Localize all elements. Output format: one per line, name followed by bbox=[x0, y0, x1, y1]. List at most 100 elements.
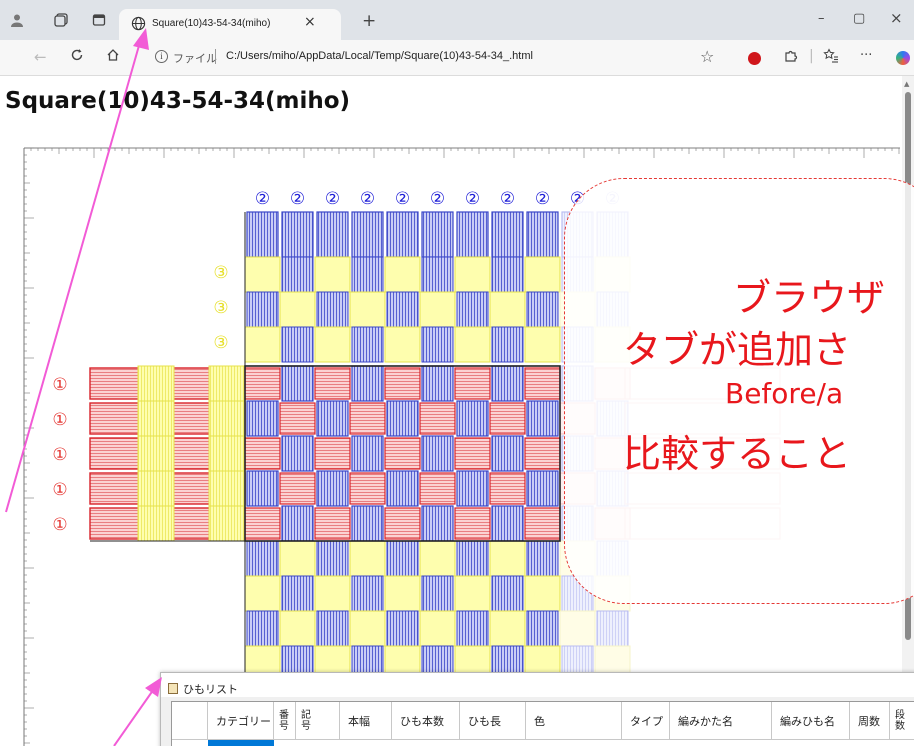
column-header-number[interactable]: 番号 bbox=[274, 702, 296, 740]
arrowhead-icon bbox=[133, 28, 149, 50]
weave-cell bbox=[246, 610, 279, 647]
list-window-icon bbox=[168, 683, 178, 694]
collections-icon[interactable] bbox=[52, 11, 70, 29]
new-tab-button[interactable]: + bbox=[362, 11, 377, 31]
column-header-color[interactable]: 色 bbox=[526, 702, 622, 740]
window-close-button[interactable]: × bbox=[890, 9, 903, 27]
tab-close-button[interactable]: × bbox=[304, 14, 316, 30]
left-strand-number: ① bbox=[52, 410, 67, 430]
weave-cell bbox=[491, 505, 524, 542]
weave-cell bbox=[489, 472, 526, 505]
maximize-button[interactable]: ▢ bbox=[853, 11, 866, 26]
weave-cell bbox=[281, 505, 314, 542]
weave-cell bbox=[316, 400, 349, 437]
weave-cell bbox=[137, 365, 175, 402]
copilot-icon[interactable] bbox=[896, 51, 910, 65]
callout-line-2: タブが追加さ bbox=[623, 328, 852, 372]
puzzle-icon[interactable] bbox=[783, 48, 798, 67]
weave-cell bbox=[419, 291, 456, 328]
weave-cell bbox=[316, 610, 349, 647]
minimize-button[interactable]: – bbox=[818, 11, 825, 26]
weave-cell bbox=[456, 400, 489, 437]
weave-cell bbox=[314, 507, 351, 540]
weave-cell bbox=[419, 472, 456, 505]
cord-list-window[interactable]: ひもリスト カテゴリー 番号 記号 本幅 ひも本数 ひも長 色 タイプ 編みかた… bbox=[160, 672, 914, 746]
weave-cell bbox=[421, 575, 454, 612]
annotation-arrow-to-list bbox=[113, 685, 157, 746]
strand-number-labels: ②②②②②②②②②②②③③③①①①①① bbox=[52, 189, 620, 535]
tab-bar: Square(10)43-54-34(miho) × + – ▢ × bbox=[0, 0, 914, 40]
weave-cell bbox=[524, 367, 561, 400]
weave-cell bbox=[454, 507, 491, 540]
address-input[interactable]: C:/Users/miho/AppData/Local/Temp/Square(… bbox=[226, 50, 533, 62]
column-header-type[interactable]: タイプ bbox=[622, 702, 670, 740]
more-icon[interactable]: ··· bbox=[860, 48, 873, 63]
home-icon[interactable] bbox=[106, 48, 120, 66]
column-header-cord-length[interactable]: ひも長 bbox=[460, 702, 526, 740]
weave-cell bbox=[526, 540, 559, 577]
cord-list-title: ひもリスト bbox=[183, 683, 238, 696]
cord-list-grid[interactable]: カテゴリー 番号 記号 本幅 ひも本数 ひも長 色 タイプ 編みかた名 編みひも… bbox=[171, 701, 914, 746]
weave-cell bbox=[244, 326, 281, 363]
favorite-star-icon[interactable]: ☆ bbox=[700, 47, 715, 66]
annotation-arrow-to-tab bbox=[5, 41, 141, 513]
weave-cell bbox=[421, 435, 454, 472]
weave-cell bbox=[208, 435, 246, 472]
top-strand-number: ② bbox=[535, 189, 550, 209]
weave-cell bbox=[244, 437, 281, 470]
column-header-weave-name[interactable]: 編みかた名 bbox=[670, 702, 772, 740]
column-header-category[interactable]: カテゴリー bbox=[208, 702, 274, 740]
weave-cell bbox=[281, 326, 314, 363]
weave-cell bbox=[351, 505, 384, 542]
top-strand-number: ② bbox=[255, 189, 270, 209]
weave-cell bbox=[137, 435, 175, 472]
weave-cell bbox=[454, 326, 491, 363]
left-strand-number: ① bbox=[52, 515, 67, 535]
weave-cell bbox=[559, 610, 596, 647]
weave-cell bbox=[316, 540, 349, 577]
info-icon[interactable]: i bbox=[155, 50, 168, 63]
top-strand-number: ② bbox=[430, 189, 445, 209]
weave-cell bbox=[351, 435, 384, 472]
weave-cell bbox=[386, 400, 419, 437]
selected-row-cell[interactable] bbox=[208, 740, 274, 746]
weave-cell bbox=[489, 291, 526, 328]
column-header-weave-cord-name[interactable]: 編みひも名 bbox=[772, 702, 850, 740]
column-header-rows[interactable]: 段数 bbox=[890, 702, 914, 740]
column-header-rows-label: 段数 bbox=[895, 709, 905, 732]
address-scheme-label: ファイル bbox=[173, 52, 217, 65]
side-strand-number: ③ bbox=[213, 333, 228, 353]
vertical-strand-cell bbox=[421, 211, 454, 258]
weave-cell bbox=[419, 402, 456, 435]
scroll-up-arrow-icon[interactable]: ▲ bbox=[904, 80, 910, 88]
weave-cell bbox=[491, 435, 524, 472]
column-header-width[interactable]: 本幅 bbox=[340, 702, 392, 740]
weave-cell bbox=[491, 326, 524, 363]
browser-tab[interactable]: Square(10)43-54-34(miho) × bbox=[119, 9, 341, 40]
weave-cell bbox=[384, 367, 421, 400]
favorites-icon[interactable] bbox=[823, 48, 839, 67]
weave-cell bbox=[526, 400, 559, 437]
tab-actions-icon[interactable] bbox=[90, 11, 108, 29]
profile-icon[interactable] bbox=[8, 11, 26, 29]
weave-cell bbox=[454, 437, 491, 470]
column-header-symbol[interactable]: 記号 bbox=[296, 702, 340, 740]
weave-cell bbox=[244, 507, 281, 540]
weave-cell bbox=[349, 402, 386, 435]
weave-cell bbox=[281, 435, 314, 472]
weave-cell bbox=[489, 402, 526, 435]
refresh-icon[interactable] bbox=[70, 48, 84, 66]
column-header-rounds[interactable]: 周数 bbox=[850, 702, 890, 740]
weave-cell bbox=[526, 291, 559, 328]
weave-cell bbox=[386, 610, 419, 647]
weave-cell bbox=[456, 610, 489, 647]
weave-cell bbox=[246, 291, 279, 328]
back-icon[interactable]: ← bbox=[34, 48, 47, 66]
extension-icon[interactable] bbox=[748, 52, 761, 65]
weave-cell bbox=[137, 505, 175, 542]
weave-cell bbox=[351, 326, 384, 363]
callout-line-3: Before/a bbox=[725, 377, 844, 410]
weave-cell bbox=[314, 367, 351, 400]
weave-cell bbox=[524, 437, 561, 470]
column-header-cord-count[interactable]: ひも本数 bbox=[392, 702, 460, 740]
